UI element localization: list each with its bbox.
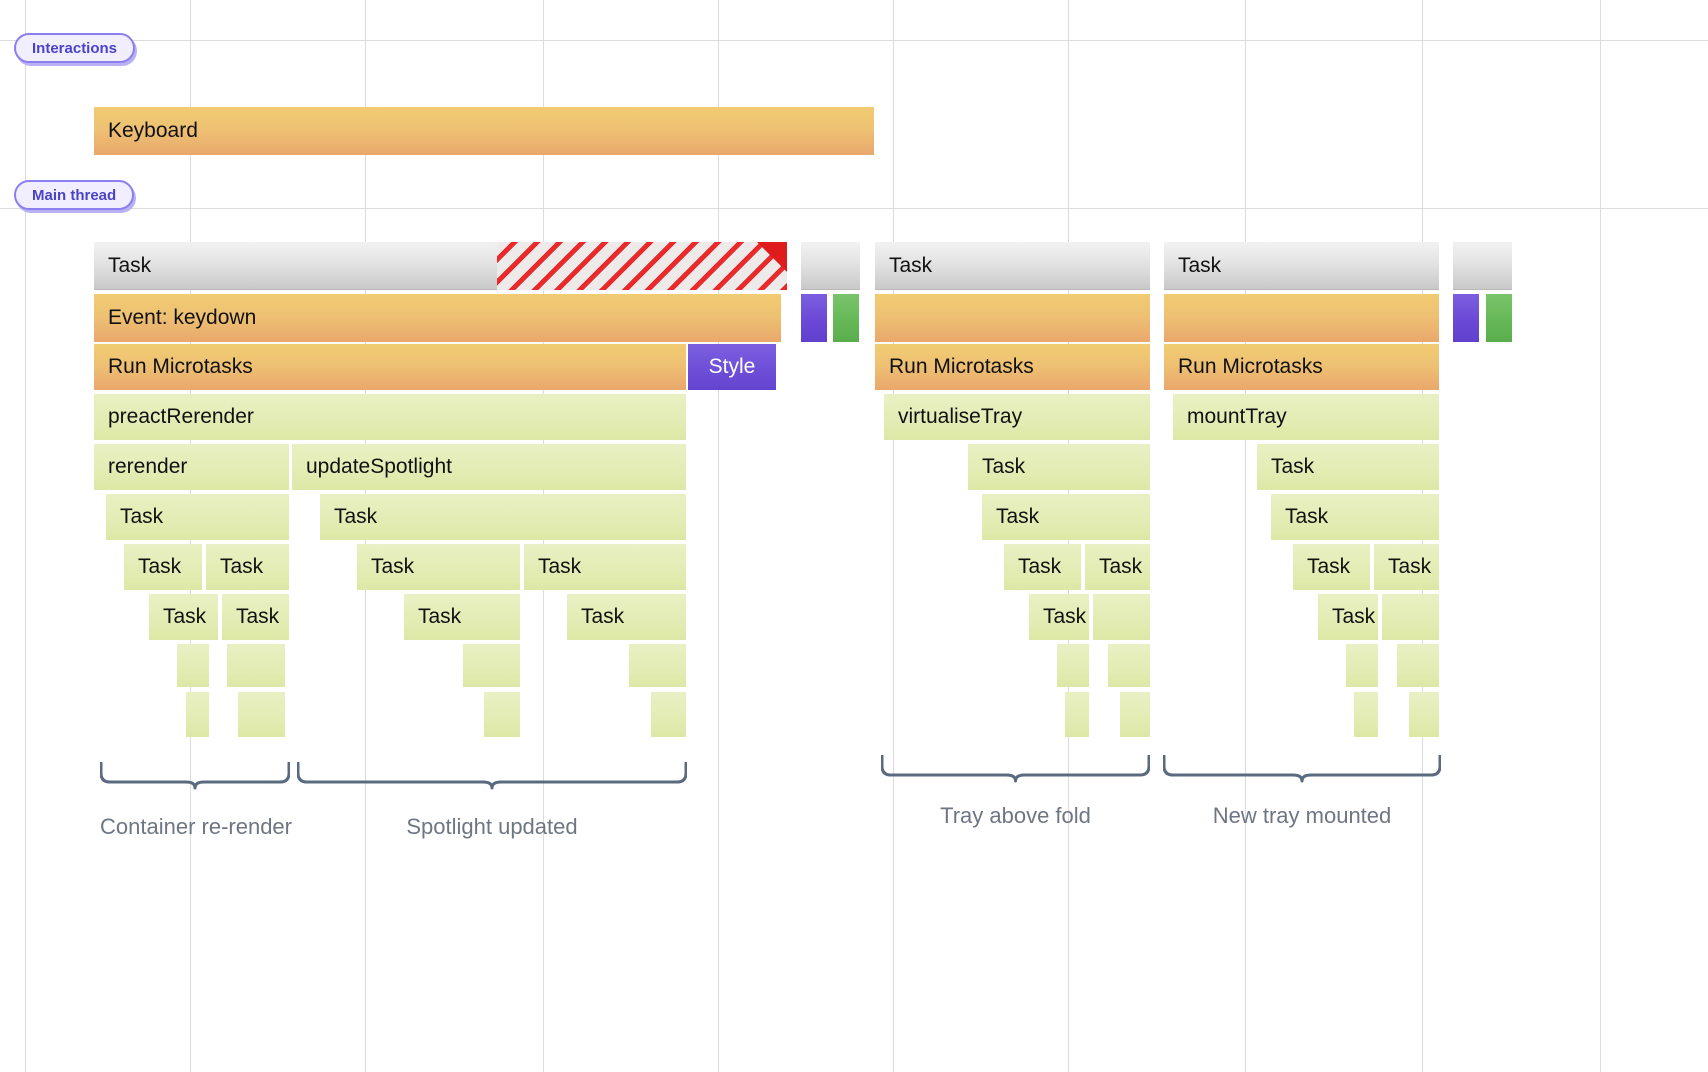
group-virtualise-tray-fn-block[interactable] bbox=[1057, 644, 1089, 687]
group-keydown-fn-block[interactable] bbox=[238, 692, 285, 737]
group-keydown-task[interactable]: Task bbox=[106, 494, 289, 540]
group-virtualise-tray-fn-block[interactable] bbox=[1065, 692, 1089, 737]
long-task-warning-triangle-icon bbox=[757, 242, 787, 272]
group-keydown-task[interactable]: Task bbox=[357, 544, 520, 590]
group-keydown-event-keydown[interactable]: Event: keydown bbox=[94, 294, 781, 342]
group-mount-tray-fn-block[interactable] bbox=[1409, 692, 1439, 737]
track-pill-main-thread[interactable]: Main thread bbox=[14, 180, 135, 210]
group-mount-tray-event-block[interactable] bbox=[1164, 294, 1439, 342]
group-keydown-task[interactable]: Task bbox=[320, 494, 686, 540]
group-keydown-purple-block[interactable] bbox=[801, 294, 827, 342]
bracket-new-tray-mounted bbox=[1163, 755, 1441, 785]
bracket-container-re-render bbox=[100, 762, 290, 792]
group-mount-tray-fn-block[interactable] bbox=[1354, 692, 1378, 737]
long-task-warning-hatch[interactable] bbox=[497, 242, 787, 290]
group-mount-tray-task[interactable]: Task bbox=[1271, 494, 1439, 540]
group-keydown-fn-block[interactable] bbox=[484, 692, 520, 737]
group-keydown-fn-block[interactable] bbox=[651, 692, 686, 737]
group-keydown-fn-block[interactable] bbox=[177, 644, 209, 687]
group-mount-tray-fn-block[interactable] bbox=[1382, 594, 1439, 640]
group-keydown-task[interactable]: Task bbox=[567, 594, 686, 640]
group-keydown-preactrerender[interactable]: preactRerender bbox=[94, 394, 686, 440]
group-keydown-rerender[interactable]: rerender bbox=[94, 444, 289, 490]
gridline-vertical-9 bbox=[1600, 0, 1601, 1072]
group-keydown-fn-block[interactable] bbox=[629, 644, 686, 687]
group-mount-tray-fn-block[interactable] bbox=[1346, 644, 1378, 687]
gridline-vertical-0 bbox=[25, 0, 26, 1072]
group-keydown-task[interactable]: Task bbox=[404, 594, 520, 640]
bracket-tray-above-fold bbox=[881, 755, 1150, 785]
annotation-label-tray-above-fold: Tray above fold bbox=[940, 803, 1091, 828]
group-virtualise-tray-task[interactable]: Task bbox=[982, 494, 1150, 540]
group-keydown-fn-block[interactable] bbox=[227, 644, 285, 687]
group-virtualise-tray-fn-block[interactable] bbox=[1120, 692, 1150, 737]
gridline-horizontal-0 bbox=[0, 40, 1708, 41]
group-keydown-fn-block[interactable] bbox=[186, 692, 209, 737]
group-keydown-fn-block[interactable] bbox=[463, 644, 520, 687]
group-keydown-task[interactable]: Task bbox=[222, 594, 289, 640]
group-mount-tray-task[interactable]: Task bbox=[1318, 594, 1378, 640]
group-virtualise-tray-fn-block[interactable] bbox=[1093, 594, 1150, 640]
group-virtualise-tray-task[interactable]: Task bbox=[1085, 544, 1150, 590]
group-mount-tray-task[interactable]: Task bbox=[1164, 242, 1439, 290]
bracket-spotlight-updated bbox=[297, 762, 687, 792]
annotation-label-new-tray-mounted: New tray mounted bbox=[1212, 803, 1392, 828]
gridline-vertical-5 bbox=[893, 0, 894, 1072]
group-keydown-task[interactable]: Task bbox=[524, 544, 686, 590]
group-mount-tray-task[interactable]: Task bbox=[1293, 544, 1370, 590]
group-mount-tray-mounttray[interactable]: mountTray bbox=[1173, 394, 1439, 440]
group-keydown-style[interactable]: Style bbox=[688, 344, 776, 390]
group-mount-tray-task[interactable]: Task bbox=[1257, 444, 1439, 490]
group-mount-tray-purple-block[interactable] bbox=[1453, 294, 1479, 342]
annotation-label-spotlight-updated: Spotlight updated bbox=[406, 814, 578, 839]
group-mount-tray-task-block[interactable] bbox=[1453, 242, 1512, 290]
group-keydown-run-microtasks[interactable]: Run Microtasks bbox=[94, 344, 686, 390]
group-virtualise-tray-virtualisetray[interactable]: virtualiseTray bbox=[884, 394, 1150, 440]
interaction-bar-keyboard[interactable]: Keyboard bbox=[94, 107, 874, 155]
group-virtualise-tray-task[interactable]: Task bbox=[968, 444, 1150, 490]
group-mount-tray-task[interactable]: Task bbox=[1374, 544, 1439, 590]
group-mount-tray-green-block[interactable] bbox=[1486, 294, 1512, 342]
group-keydown-task[interactable]: Task bbox=[206, 544, 289, 590]
gridline-vertical-7 bbox=[1245, 0, 1246, 1072]
group-virtualise-tray-run-microtasks[interactable]: Run Microtasks bbox=[875, 344, 1150, 390]
group-mount-tray-run-microtasks[interactable]: Run Microtasks bbox=[1164, 344, 1439, 390]
group-keydown-task[interactable]: Task bbox=[124, 544, 202, 590]
annotation-label-container-re-render: Container re-render bbox=[100, 814, 292, 839]
group-mount-tray-fn-block[interactable] bbox=[1397, 644, 1439, 687]
group-keydown-task[interactable]: Task bbox=[149, 594, 218, 640]
group-keydown-green-block[interactable] bbox=[833, 294, 859, 342]
gridline-horizontal-1 bbox=[0, 208, 1708, 209]
group-keydown-task-block[interactable] bbox=[801, 242, 860, 290]
group-keydown-updatespotlight[interactable]: updateSpotlight bbox=[292, 444, 686, 490]
track-pill-interactions[interactable]: Interactions bbox=[14, 33, 136, 63]
group-virtualise-tray-task[interactable]: Task bbox=[1004, 544, 1081, 590]
group-virtualise-tray-task[interactable]: Task bbox=[875, 242, 1150, 290]
group-virtualise-tray-task[interactable]: Task bbox=[1029, 594, 1089, 640]
gridline-vertical-4 bbox=[718, 0, 719, 1072]
group-virtualise-tray-event-block[interactable] bbox=[875, 294, 1150, 342]
group-virtualise-tray-fn-block[interactable] bbox=[1108, 644, 1150, 687]
